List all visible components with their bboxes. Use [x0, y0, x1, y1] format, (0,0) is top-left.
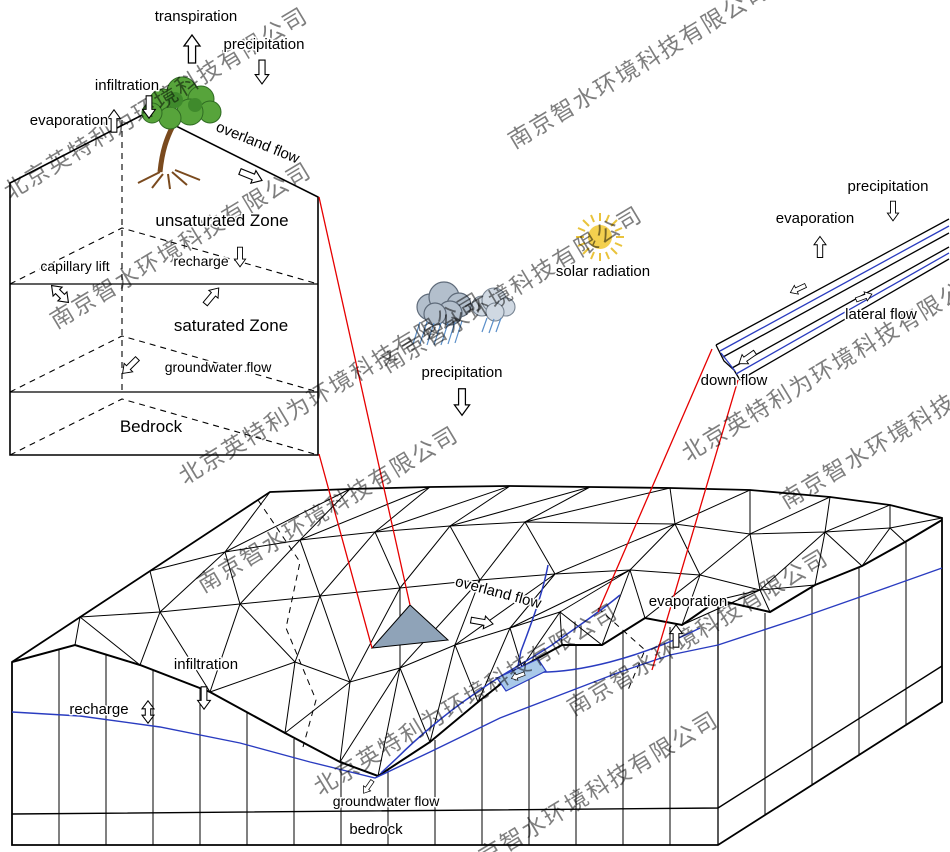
highlight-triangle [370, 604, 450, 649]
terrain-block [11, 485, 943, 846]
rain-streaks [412, 317, 502, 346]
groundwater-flow-label: groundwater flow [165, 359, 273, 375]
terrain-right-edge [717, 519, 943, 614]
lateral-flow-label: lateral flow [845, 306, 917, 323]
callout-lines [318, 196, 739, 671]
terrain-groundwater-flow-label: groundwater flow [333, 793, 441, 809]
terrain-infiltration-label: infiltration [174, 656, 238, 673]
callout-line [318, 453, 373, 649]
precipitation-label: precipitation [224, 36, 305, 53]
river-branch [517, 594, 621, 667]
channel-precipitation-label: precipitation [848, 178, 929, 195]
channel-segment-diagram [715, 218, 950, 381]
down-flow-arrow [735, 347, 759, 369]
transpiration-arrow [183, 34, 201, 64]
hillslope-element-diagram [9, 111, 319, 456]
mesh-dashed-divides [257, 499, 646, 748]
recharge-label: recharge [173, 253, 228, 269]
sky-precipitation-arrow [453, 388, 471, 416]
recharge-arrow [233, 246, 247, 268]
overland-flow-label: overland flow [214, 118, 302, 167]
callout-line [597, 348, 713, 613]
river-branch [517, 564, 549, 667]
channel-evaporation-arrow [813, 236, 827, 258]
terrain-evaporation-label: evaporation [649, 593, 727, 610]
tree-foliage [141, 76, 222, 130]
channel-evaporation-label: evaporation [776, 210, 854, 227]
terrain-outline [11, 485, 943, 846]
prism-outline [9, 111, 319, 456]
bedrock-line [11, 665, 943, 815]
sky-precipitation-label: precipitation [422, 364, 503, 381]
channel-precipitation-arrow [886, 200, 900, 222]
layer-boundaries [10, 283, 318, 393]
watermark-text: 南京智水环境科技有限公司 [504, 0, 775, 154]
capillary-lift-label: capillary lift [40, 258, 109, 274]
transpiration-label: transpiration [155, 8, 238, 25]
labels: transpiration precipitation infiltration… [28, 7, 930, 840]
water-table-line [11, 567, 943, 779]
callout-line [651, 379, 739, 671]
rain-cloud-icon [412, 281, 516, 346]
evaporation-label: evaporation [30, 112, 108, 129]
solar-radiation-label: solar radiation [556, 263, 650, 280]
prism-dashed-ridges [9, 227, 319, 456]
zone-exchange-arrow [200, 283, 224, 309]
watermark-text: 南京智水环境科技有限公司 [46, 157, 317, 334]
front-face-grid [58, 627, 671, 845]
down-flow-label: down flow [701, 372, 768, 389]
watermark-text: 南京智水环境科技有限公司 [776, 337, 950, 514]
terrain-bedrock-label: bedrock [349, 821, 403, 838]
sun-icon [576, 213, 624, 261]
channel-flow-arrow [787, 280, 809, 298]
watermark-text: 南京智水环境科技有限公司 [453, 706, 724, 852]
bedrock-label: Bedrock [120, 417, 183, 436]
precipitation-arrow [254, 59, 270, 85]
tree-illustration [137, 76, 222, 190]
terrain-recharge-arrow [141, 700, 155, 724]
saturated-zone-label: saturated Zone [174, 316, 288, 335]
watermark-text: 南京智水环境科技有限公司 [377, 201, 648, 378]
right-face-grid [764, 541, 907, 815]
terrain-overland-flow-arrow [469, 613, 495, 631]
channel-water-lines [719, 225, 950, 375]
unsaturated-zone-label: unsaturated Zone [155, 211, 288, 230]
infiltration-label: infiltration [95, 77, 159, 94]
river-network [11, 564, 943, 779]
tree-roots [137, 169, 201, 190]
terrain-recharge-label: recharge [69, 701, 128, 718]
callout-line [318, 196, 411, 606]
